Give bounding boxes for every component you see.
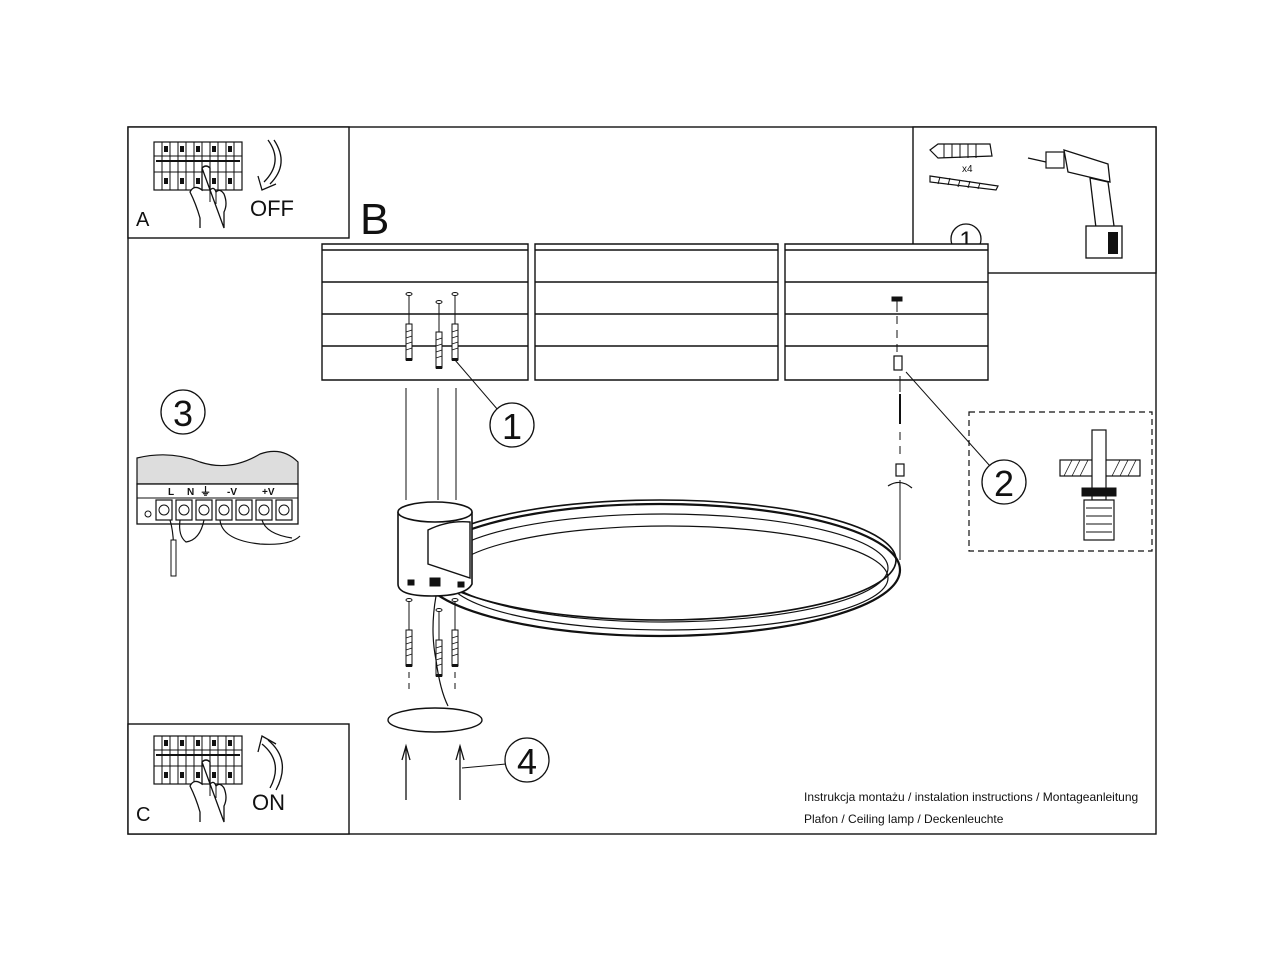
detail-box [968,411,1153,552]
ceiling-cutout [387,707,483,733]
footer-line-1: Instrukcja montażu / instalation instruc… [804,790,1139,804]
callout-1: 1 [454,359,535,448]
off-label: OFF [250,196,294,221]
canopy [397,501,473,597]
ring-lamp [418,499,902,638]
quantity-label: x4 [962,164,973,175]
panel-c: C ON [127,723,350,835]
panel-a: A OFF [127,126,350,239]
terminal-block [136,450,301,577]
screw-icon [929,175,999,191]
terminal-pos-label: +V [262,487,275,498]
drill-icon [1027,149,1123,259]
callout-3: 3 [160,389,206,435]
callout-4-label: 4 [517,741,537,782]
toggle-anchor [887,296,913,560]
terminal-n-label: N [187,487,194,498]
ceiling-section [321,243,989,381]
rotate-down-arrow-icon [257,139,282,191]
callout-2: 2 [905,371,1153,552]
fixing-screw-icon [451,598,459,668]
rotate-up-arrow-icon [257,735,284,791]
callout-3-label: 3 [173,393,193,434]
terminal-neg-label: -V [227,487,237,498]
footer-line-2: Plafon / Ceiling lamp / Deckenleuchte [804,812,1004,826]
power-cable [432,595,449,707]
up-arrow-icon [401,743,465,800]
callout-1-label: 1 [502,406,522,447]
panel-c-letter: C [136,804,150,826]
on-label: ON [252,790,285,815]
callout-2-label: 2 [994,463,1014,504]
callout-4: 4 [461,737,550,783]
panel-a-letter: A [136,209,150,231]
fixing-screw-icon [405,598,413,668]
breaker-panel-icon [153,141,243,191]
sheet-frame [127,126,1157,835]
terminal-l-label: L [168,487,174,498]
dashed-guides [408,672,456,690]
toggle-anchor-detail-icon [1059,429,1141,541]
ground-symbol-label: ⏚ [200,485,211,498]
panel-b-letter: B [360,195,389,244]
guide-lines [405,388,457,500]
breaker-panel-icon [153,735,243,785]
wall-plug-icon [929,143,993,159]
